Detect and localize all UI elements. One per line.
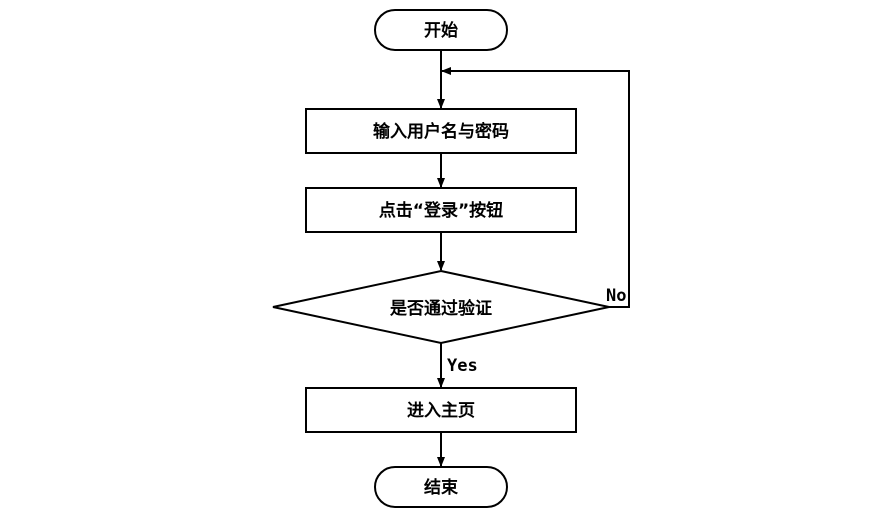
- click-login-label: 点击“登录”按钮: [379, 200, 503, 221]
- click-login-node: 点击“登录”按钮: [305, 187, 577, 233]
- arrow-no-loop: [441, 67, 630, 308]
- enter-home-node: 进入主页: [305, 387, 577, 433]
- input-credentials-node: 输入用户名与密码: [305, 108, 577, 154]
- verify-decision-label: 是否通过验证: [390, 298, 492, 319]
- verify-decision-node: 是否通过验证: [272, 269, 610, 345]
- input-credentials-label: 输入用户名与密码: [373, 121, 509, 142]
- enter-home-label: 进入主页: [407, 400, 475, 421]
- yes-edge-label: Yes: [447, 356, 478, 376]
- start-label: 开始: [424, 20, 458, 41]
- end-label: 结束: [424, 477, 458, 498]
- start-node: 开始: [374, 9, 508, 51]
- no-edge-label: No: [606, 286, 626, 306]
- end-node: 结束: [374, 466, 508, 508]
